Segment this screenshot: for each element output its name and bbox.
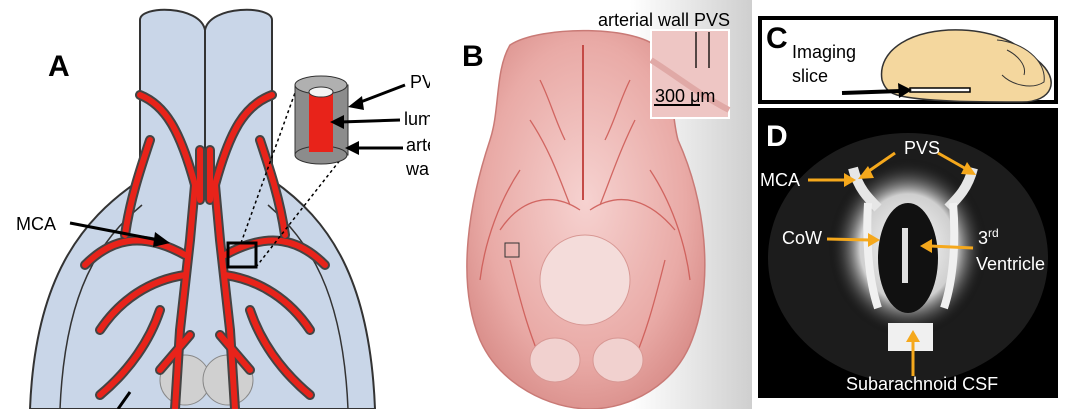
scale-bar-label: 300 μm [655,86,716,106]
brain-photo [430,0,752,409]
sagittal-brain [841,29,1052,103]
mca-mri-label: MCA [760,170,800,190]
mca-label: MCA [16,214,56,234]
panel-letter-c: C [766,22,788,55]
panel-letter-d: D [766,120,788,153]
panel-letter-b: B [462,40,484,73]
imaging-label: Imaging [792,42,857,62]
inset-label: arterial wall PVS [598,10,731,30]
panel-c: C Imaging slice [758,16,1058,104]
panel-d: D PVS MCA CoW 3rd Ventricle Subarachnoid… [758,108,1058,398]
slice-label: slice [792,66,829,86]
third-ventricle-number: 3rd [978,226,999,249]
wall-label: wall [406,159,438,179]
ventricle-label: Ventricle [976,254,1046,274]
third-superscript: rd [988,226,999,240]
cow-label: CoW [782,228,822,248]
panel-letter-a: A [48,50,70,83]
panel-b: B arterial wall PVS 300 μm [430,0,752,409]
mri-image [758,108,1058,398]
csf-label: Subarachnoid CSF [846,374,999,394]
pvs-mri-label: PVS [904,138,941,158]
third-prefix: 3 [978,228,989,248]
brain-schematic [28,8,406,409]
panel-a: A MCA PVS lumen arterial wall [0,0,480,409]
